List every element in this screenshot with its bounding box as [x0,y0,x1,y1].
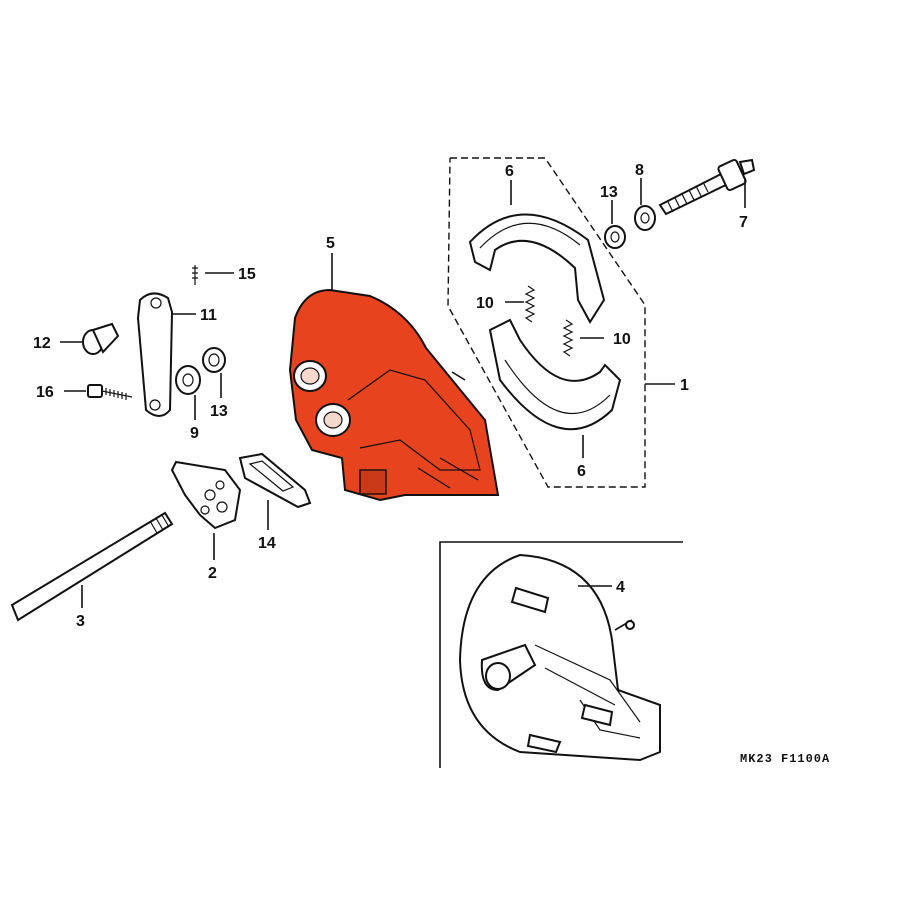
label-part-5: 5 [326,235,335,252]
panel-4-bracket [439,541,683,768]
label-part-11: 11 [200,307,217,324]
label-part-3: 3 [76,613,85,630]
label-part-8: 8 [635,162,644,179]
label-part-16: 16 [36,384,54,401]
assembly-1-bracket [447,157,646,488]
part-10-spring-right[interactable] [562,319,574,357]
part-2-cam-plate[interactable] [170,460,242,530]
part-8-washer[interactable] [634,205,656,231]
part-5-brake-panel[interactable] [288,288,500,502]
part-10-spring-left[interactable] [524,285,536,323]
diagram-code: MK23 F1100A [740,752,830,766]
brake-panel-body[interactable] [288,288,500,502]
label-part-10-left: 10 [476,295,494,312]
label-part-10-right: 10 [613,331,631,348]
label-part-13-left: 13 [210,403,228,420]
part-15-pin[interactable] [192,265,198,285]
part-16-bolt[interactable] [87,384,133,400]
label-part-15: 15 [238,266,256,283]
label-part-9: 9 [190,425,199,442]
part-3-axle-shaft[interactable] [10,511,174,622]
label-part-1: 1 [680,377,689,394]
label-part-6-top: 6 [505,163,514,180]
part-13-seal-left[interactable] [202,347,226,373]
part-7-cam-shaft[interactable] [658,158,756,216]
label-part-4: 4 [616,579,625,596]
part-6-brake-shoe-bottom[interactable] [488,318,622,431]
part-4-backing-plate[interactable] [458,553,661,762]
label-part-13-right: 13 [600,184,618,201]
part-14-indicator-plate[interactable] [238,452,312,509]
part-6-brake-shoe-top[interactable] [468,213,606,324]
label-part-2: 2 [208,565,217,582]
label-part-7: 7 [739,214,748,231]
label-part-14: 14 [258,535,276,552]
part-9-washer[interactable] [175,365,201,395]
label-part-12: 12 [33,335,51,352]
part-12-bolt[interactable] [82,322,120,355]
part-11-link-arm[interactable] [136,292,174,417]
part-13-seal-right[interactable] [604,225,626,249]
label-part-6-bottom: 6 [577,463,586,480]
